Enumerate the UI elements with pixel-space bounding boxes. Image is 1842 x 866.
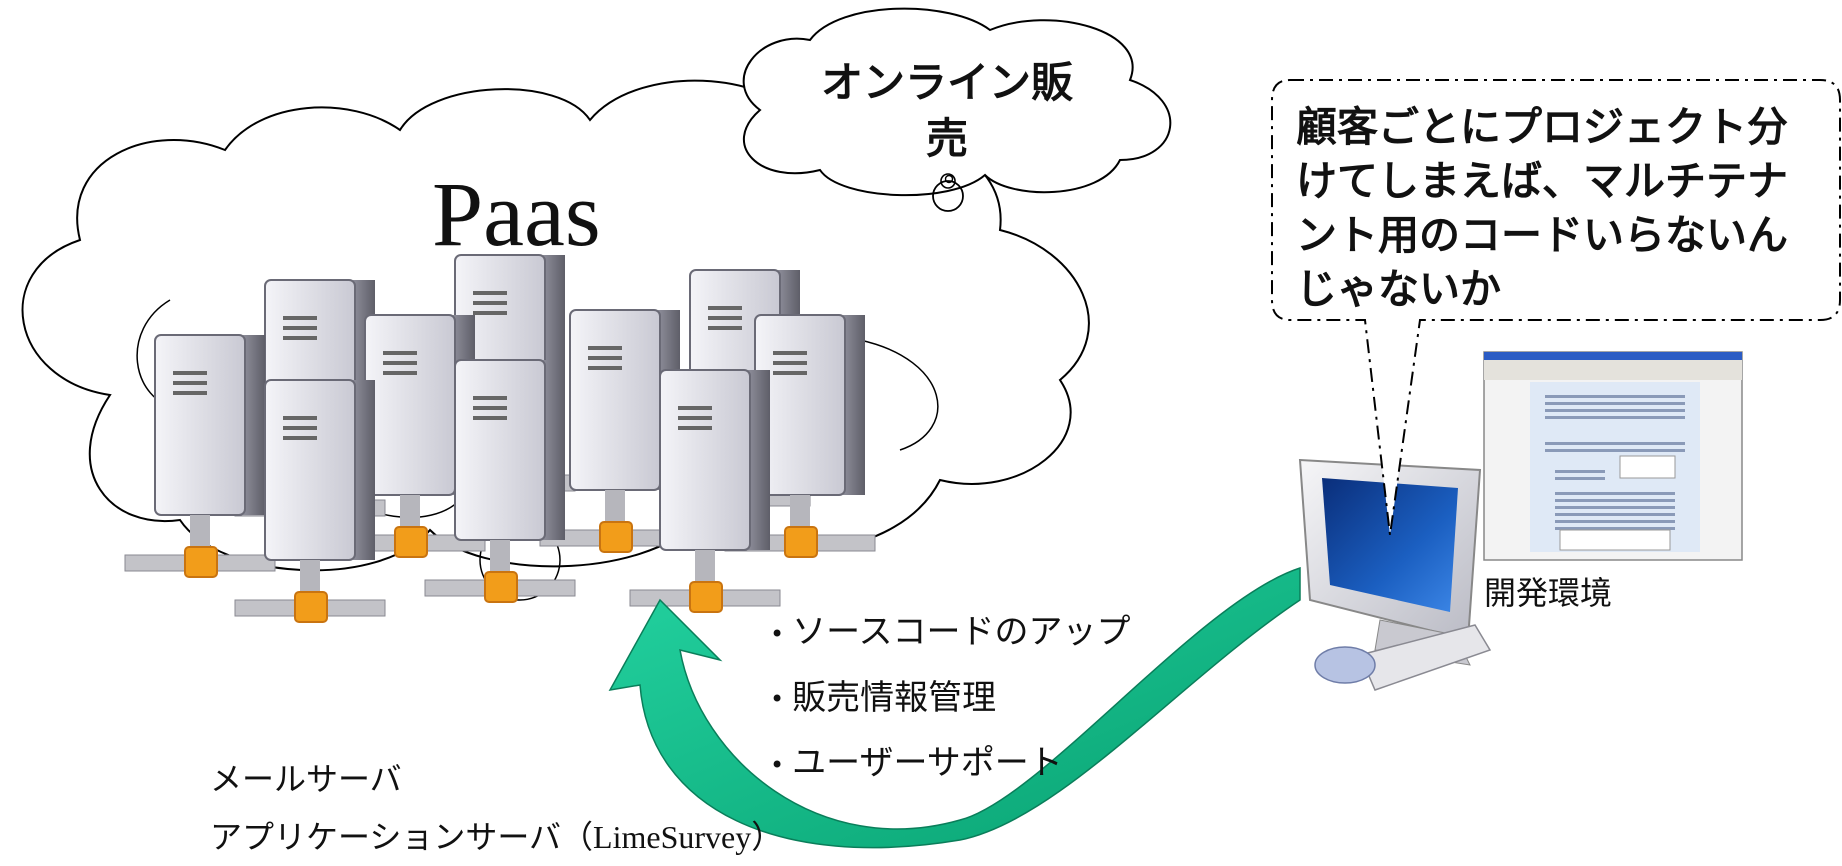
app-server-name: LimeSurvey — [593, 819, 752, 855]
app-server-prefix: アプリケーションサーバ（ — [210, 818, 594, 856]
online-sales-bubble — [742, 7, 1172, 197]
app-server-label: アプリケーションサーバ（LimeSurvey） — [210, 808, 783, 866]
server-icon — [424, 359, 576, 603]
online-sales-line-1: オンライン販 — [820, 58, 1073, 107]
server-icon — [124, 334, 276, 578]
mail-server-label: メールサーバ — [210, 760, 402, 798]
dev-environment-label: 開発環境 — [1484, 574, 1613, 612]
bubble-tail-circle — [944, 174, 954, 184]
cloud-inner-line — [859, 339, 939, 451]
paas-title: Paas — [432, 163, 601, 265]
callout-bubble — [1271, 79, 1841, 536]
callout-text: 顧客ごとにプロジェクト分けてしまえば、マルチテナント用のコードいらないんじゃない… — [1296, 103, 1788, 313]
online-sales-label: オンライン販 売 — [812, 55, 1082, 167]
app-server-suffix: ） — [751, 818, 784, 856]
task-item: 販売情報管理 — [770, 666, 1130, 732]
server-icon — [234, 379, 386, 623]
task-list: ソースコードのアップ 販売情報管理 ユーザーサポート — [770, 600, 1130, 797]
computer-icon — [1298, 458, 1492, 691]
server-list: メールサーバ アプリケーションサーバ（LimeSurvey） — [210, 750, 783, 866]
task-item: ユーザーサポート — [770, 731, 1130, 797]
bubble-tail-circle — [940, 173, 956, 189]
server-icon — [629, 369, 781, 613]
bubble-tail-circle — [932, 180, 964, 212]
task-item: ソースコードのアップ — [770, 600, 1130, 666]
server-farm — [124, 254, 876, 623]
online-sales-line-2: 売 — [925, 114, 968, 163]
paas-cloud — [21, 79, 1090, 572]
survey-screenshot — [1483, 351, 1743, 561]
